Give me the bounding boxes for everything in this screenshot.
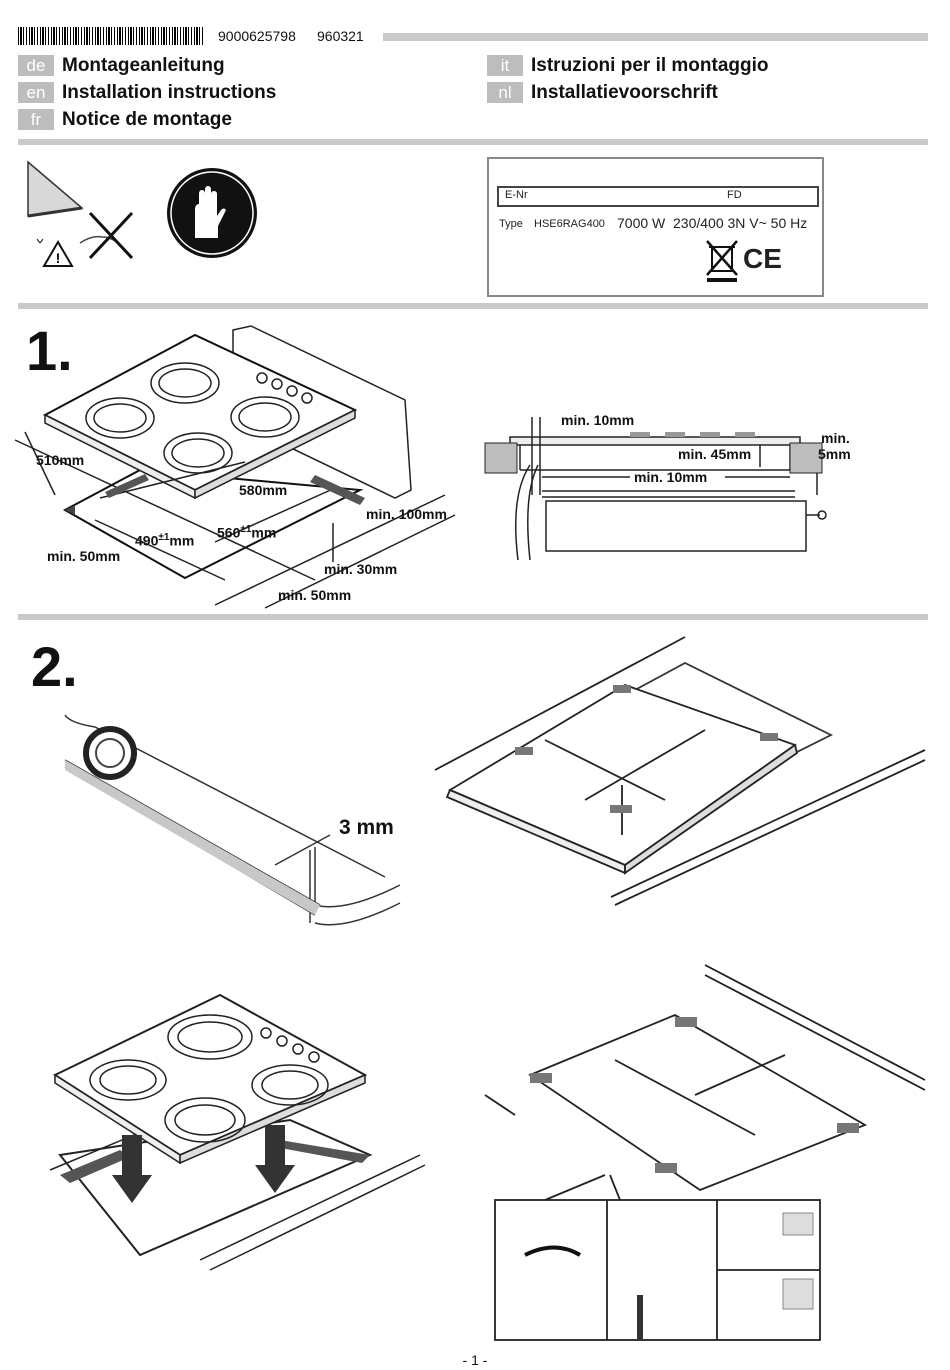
dim-560-tolerance: ±1	[240, 524, 252, 535]
clip-detail-illustration	[484, 964, 926, 1341]
ce-mark: CE	[743, 243, 782, 274]
dim-490-tolerance: ±1	[158, 532, 170, 543]
gloves-icon	[167, 168, 257, 258]
dim-min10-top: min. 10mm	[561, 412, 635, 428]
seal-tape-illustration	[64, 714, 401, 926]
lang-tag: de	[18, 55, 54, 76]
power-rating: 7000 W	[617, 215, 666, 231]
lang-it: it Istruzioni per il montaggio	[487, 55, 769, 76]
lang-nl: nl Installatievoorschrift	[487, 82, 718, 103]
document-number: 9000625798	[218, 28, 296, 44]
lang-fr: fr Notice de montage	[18, 109, 232, 130]
model-number: HSE6RAG400	[534, 218, 605, 230]
dim-490-value: 490	[135, 532, 159, 549]
lang-title: Installatievoorschrift	[531, 81, 718, 103]
rating-plate: E-Nr FD Type HSE6RAG400 7000 W 230/400 3…	[487, 157, 824, 297]
lang-en: en Installation instructions	[18, 82, 276, 103]
dim-560-value: 560	[217, 524, 241, 541]
dim-min100: min. 100mm	[366, 506, 447, 522]
header-rule	[383, 33, 928, 41]
glass-edge-warning-illustration: !	[27, 160, 134, 267]
lang-title: Installation instructions	[62, 81, 277, 103]
dim-min10-mid: min. 10mm	[634, 469, 708, 485]
dim-min5-line2: 5mm	[818, 446, 851, 462]
dim-580: 580mm	[239, 482, 288, 498]
step-number: 1.	[26, 319, 73, 382]
section-rule	[18, 614, 928, 620]
step-number: 2.	[31, 635, 78, 698]
section-rule	[18, 303, 928, 309]
rating-row-enr: E-Nr FD	[497, 186, 819, 207]
lang-title: Montageanleitung	[62, 54, 225, 76]
lang-tag: nl	[487, 82, 523, 103]
page-number: - 1 -	[462, 1352, 488, 1368]
dim-510: 510mm	[36, 452, 85, 468]
section-clearance-diagram	[484, 417, 827, 561]
fd-label: FD	[727, 189, 742, 201]
svg-text:!: !	[56, 250, 61, 266]
lang-tag: en	[18, 82, 54, 103]
lang-tag: fr	[18, 109, 54, 130]
dim-560-unit: mm	[251, 524, 277, 541]
weee-bin-icon	[706, 240, 738, 282]
barcode	[18, 27, 204, 45]
dim-min50-bottom: min. 50mm	[278, 587, 352, 603]
hob-insertion-illustration	[49, 993, 426, 1271]
document-date-code: 960321	[317, 28, 364, 44]
dim-490: 490±1mm	[135, 532, 194, 549]
enr-label: E-Nr	[505, 189, 528, 201]
section-rule	[18, 139, 928, 145]
lang-title: Notice de montage	[62, 108, 232, 130]
clip-mounting-illustration	[434, 636, 926, 906]
dim-min45: min. 45mm	[678, 446, 752, 462]
tape-gap-dimension: 3 mm	[339, 816, 394, 839]
voltage-rating: 230/400 3N V~ 50 Hz	[673, 215, 808, 231]
type-label: Type	[499, 218, 523, 230]
dim-min30: min. 30mm	[324, 561, 398, 577]
dim-min50-left: min. 50mm	[47, 548, 121, 564]
dim-490-unit: mm	[169, 532, 195, 549]
lang-title: Istruzioni per il montaggio	[531, 54, 769, 76]
lang-tag: it	[487, 55, 523, 76]
dim-min5-line1: min.	[821, 430, 850, 446]
cutout-dimension-diagram	[14, 325, 456, 609]
dim-560: 560±1mm	[217, 524, 276, 541]
lang-de: de Montageanleitung	[18, 55, 225, 76]
